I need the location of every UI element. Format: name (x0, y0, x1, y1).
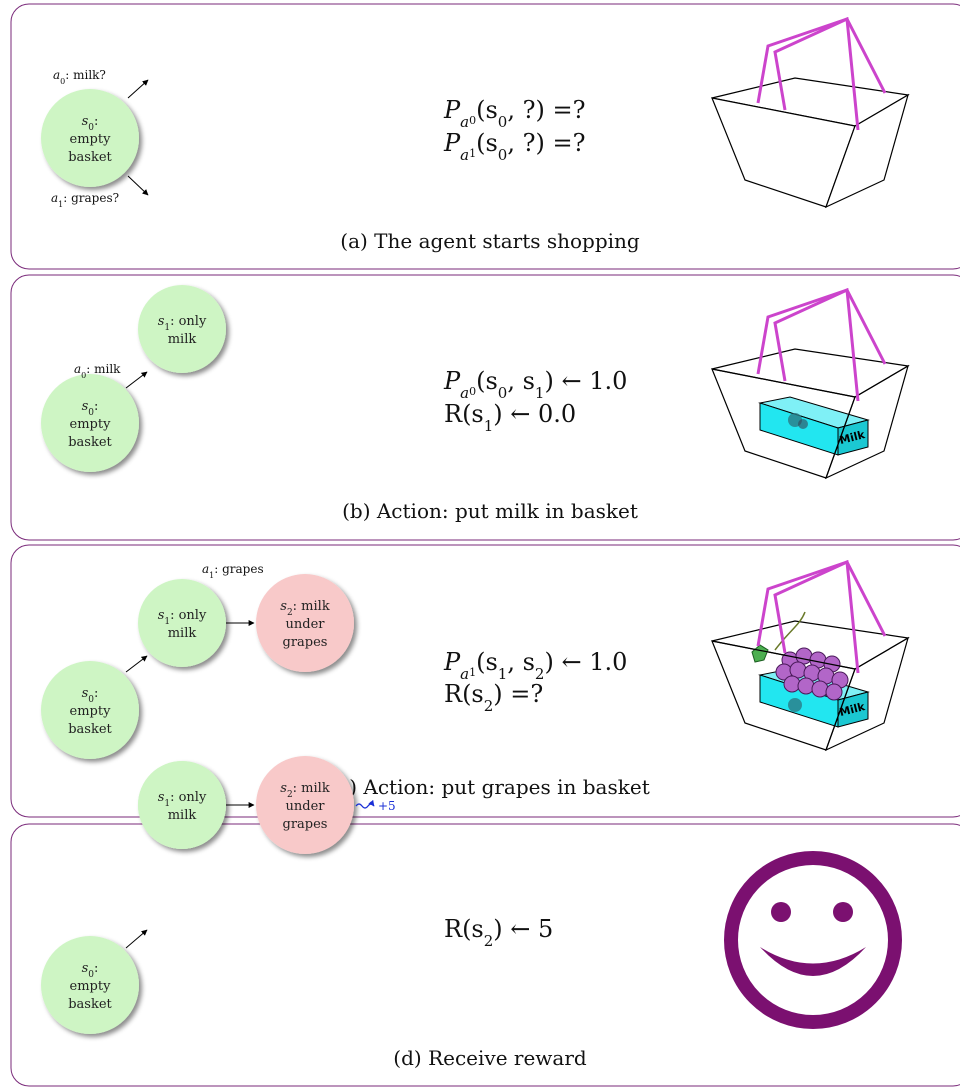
svg-text:milk: milk (168, 332, 197, 347)
state-node-s0: s0: empty basket (41, 661, 139, 759)
edge-label-a1: a1: grapes? (51, 191, 119, 209)
formula-c-line2: R(s2) =? (444, 680, 543, 715)
svg-text:s2: milk: s2: milk (280, 599, 330, 618)
state-node-s1: s1: only milk (138, 579, 226, 667)
basket-with-milk-and-grapes-picture: Milk (711, 559, 910, 752)
edge-s0-s1 (125, 929, 148, 949)
empty-basket-picture (711, 16, 910, 209)
svg-text:under: under (286, 617, 326, 632)
svg-text:basket: basket (68, 722, 112, 737)
svg-text:grapes: grapes (283, 635, 328, 650)
caption-a: (a) The agent starts shopping (340, 229, 640, 253)
svg-text:basket: basket (68, 435, 112, 450)
svg-text:basket: basket (68, 997, 112, 1012)
panel-c: s1: only milk s2: milk under grapes s0: … (10, 544, 960, 818)
formula-b-line2: R(s1) ← 0.0 (444, 400, 576, 435)
svg-text:basket: basket (68, 150, 112, 165)
svg-text:s0:: s0: (82, 961, 99, 980)
smiley-face-picture (724, 851, 902, 1029)
svg-text:s0:: s0: (82, 114, 99, 133)
svg-text:s2: milk: s2: milk (280, 781, 330, 800)
edge-a0 (125, 371, 148, 389)
svg-text:grapes: grapes (283, 817, 328, 832)
svg-text:milk: milk (168, 626, 197, 641)
svg-text:Milk: Milk (838, 700, 867, 719)
formula-b-line1: Pa0(s0, s1) ← 1.0 (443, 367, 627, 402)
state-node-s0: s0: empty basket (41, 374, 139, 472)
caption-d: (d) Receive reward (393, 1046, 587, 1070)
state-node-s1: s1: only milk (138, 761, 226, 849)
panel-a: s0: empty basket a0: milk? a1: grapes? P… (10, 3, 960, 270)
svg-text:empty: empty (70, 417, 112, 432)
formula-a-line2: Pa1(s0, ?) =? (443, 129, 585, 164)
milk-carton: Milk (758, 396, 870, 456)
panel-b-border (10, 274, 960, 541)
edge-label-a1: a1: grapes (202, 562, 264, 580)
state-node-s1: s1: only milk (138, 285, 226, 373)
caption-b: (b) Action: put milk in basket (342, 499, 638, 523)
grapes-bunch (751, 611, 849, 701)
state-node-s2: s2: milk under grapes (256, 756, 354, 854)
svg-text:s1: only: s1: only (158, 314, 207, 333)
svg-text:milk: milk (168, 808, 197, 823)
edge-label-a0: a0: milk (74, 362, 121, 380)
reward-arrow (355, 799, 375, 809)
state-node-s2: s2: milk under grapes (256, 574, 354, 672)
state-node-s0: s0: empty basket (41, 936, 139, 1034)
reward-label: +5 (378, 799, 396, 813)
state-node-s0: s0: empty basket (41, 89, 139, 187)
panel-b: s1: only milk s0: empty basket a0: milk … (10, 274, 960, 541)
panel-c-border (10, 544, 960, 818)
svg-text:empty: empty (70, 132, 112, 147)
svg-text:under: under (286, 799, 326, 814)
panel-d-border (10, 823, 960, 1087)
panel-d-content: s1: only milk s2: milk under grapes s0: … (41, 756, 902, 1070)
basket-with-milk-picture: Milk (711, 287, 910, 480)
edge-s0-s1 (125, 655, 148, 673)
panel-a-border (10, 3, 960, 270)
edge-a1 (127, 175, 149, 196)
svg-text:empty: empty (70, 704, 112, 719)
svg-text:s0:: s0: (82, 399, 99, 418)
svg-text:s1: only: s1: only (158, 608, 207, 627)
caption-c: (c) Action: put grapes in basket (330, 775, 650, 799)
svg-text:s0:: s0: (82, 686, 99, 705)
formula-a-line1: Pa0(s0, ?) =? (443, 96, 585, 131)
svg-text:Milk: Milk (838, 428, 867, 447)
edge-a0 (127, 79, 149, 99)
edge-label-a0: a0: milk? (53, 68, 106, 86)
formula-d-line1: R(s2) ← 5 (444, 915, 553, 950)
formula-c-line1: Pa1(s1, s2) ← 1.0 (443, 648, 627, 683)
svg-text:s1: only: s1: only (158, 790, 207, 809)
svg-text:empty: empty (70, 979, 112, 994)
